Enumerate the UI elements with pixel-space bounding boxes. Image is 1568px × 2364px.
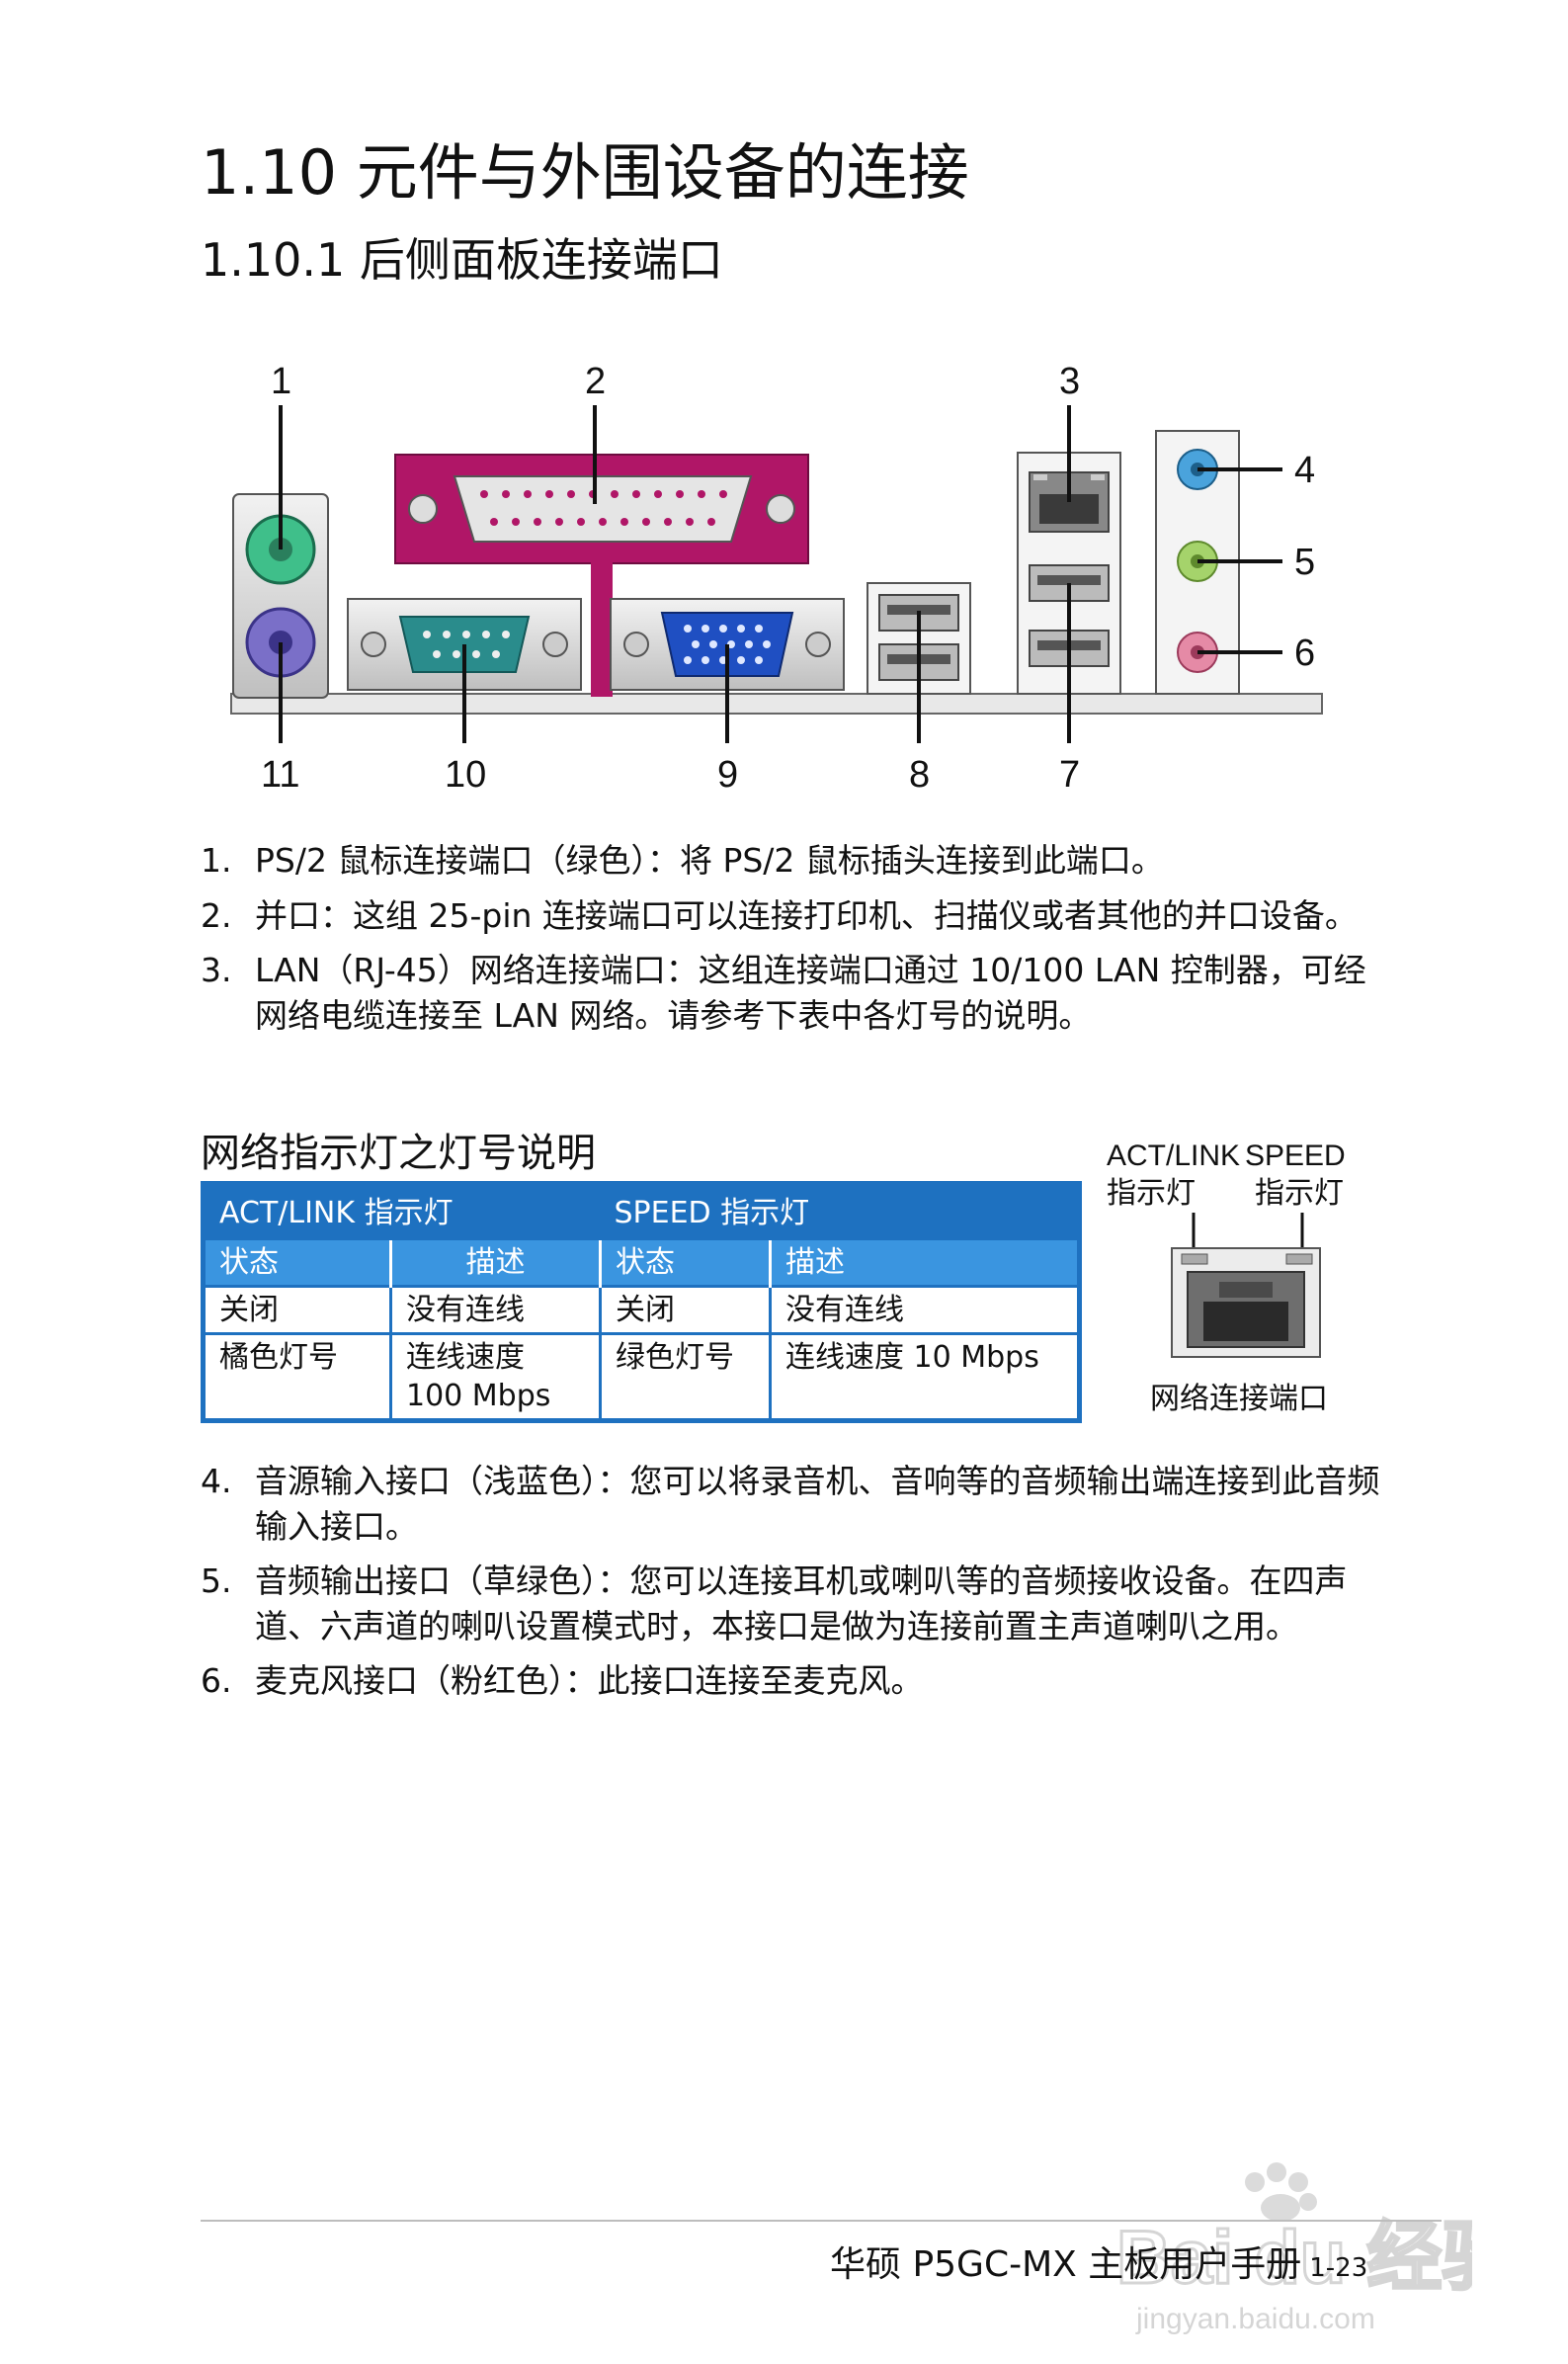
- svg-text:jingyan.baidu.com: jingyan.baidu.com: [1135, 2303, 1375, 2335]
- list-item: 2.并口：这组 25-pin 连接端口可以连接打印机、扫描仪或者其他的并口设备。: [201, 895, 1358, 935]
- svg-text:Bai du 经验: Bai du 经验: [1116, 2216, 1472, 2300]
- list-item: 1.PS/2 鼠标连接端口（绿色）：将 PS/2 鼠标插头连接到此端口。: [201, 841, 1164, 880]
- io-shield-plate: [230, 693, 1323, 715]
- page-title: 1.10 元件与外围设备的连接: [201, 136, 969, 209]
- callout-4: 4: [1294, 450, 1315, 491]
- list-item: 4.音源输入接口（浅蓝色）：您可以将录音机、音响等的音频输出端连接到此音频输入接…: [201, 1462, 1380, 1546]
- col-state: 状态: [600, 1240, 772, 1287]
- callout-3: 3: [1059, 361, 1080, 402]
- port-list-top: 1.PS/2 鼠标连接端口（绿色）：将 PS/2 鼠标插头连接到此端口。 2.并…: [201, 838, 1386, 1048]
- page-number: 1-23: [1309, 2253, 1368, 2283]
- list-item: 5.音频输出接口（草绿色）：您可以连接耳机或喇叭等的音频接收设备。在四声道、六声…: [201, 1562, 1348, 1646]
- section-title: 1.10.1 后侧面板连接端口: [201, 233, 723, 287]
- callout-11: 11: [261, 754, 299, 796]
- list-item: 3.LAN（RJ-45）网络连接端口：这组连接端口通过 10/100 LAN 控…: [201, 951, 1366, 1035]
- speed-header: SPEED 指示灯: [600, 1183, 1080, 1240]
- callout-8: 8: [909, 754, 930, 796]
- footer-divider: [201, 2220, 1442, 2222]
- led-section-title: 网络指示灯之灯号说明: [201, 1131, 596, 1176]
- callout-1: 1: [271, 361, 291, 402]
- act-indicator-label: 指示灯: [1107, 1177, 1196, 1210]
- rear-panel-diagram: 1 2 3 4 5 6 7 8 9 10 11: [230, 361, 1323, 796]
- baidu-watermark: Bai du 经验 jingyan.baidu.com: [1115, 2162, 1472, 2335]
- table-row: 橘色灯号 连线速度 100 Mbps 绿色灯号 连线速度 10 Mbps: [203, 1332, 1080, 1421]
- rj45-led-diagram: ACT/LINK SPEED 指示灯 指示灯 网络连接端口: [1107, 1140, 1346, 1415]
- callout-9: 9: [717, 754, 738, 796]
- act-link-header: ACT/LINK 指示灯: [203, 1183, 601, 1240]
- col-desc: 描述: [770, 1240, 1080, 1287]
- rj45-caption: 网络连接端口: [1150, 1383, 1328, 1415]
- act-link-label: ACT/LINK: [1107, 1140, 1240, 1172]
- callout-6: 6: [1294, 633, 1315, 674]
- col-state: 状态: [203, 1240, 392, 1287]
- parallel-port: [394, 454, 809, 697]
- paw-icon: [1245, 2162, 1317, 2222]
- callout-7: 7: [1059, 754, 1080, 796]
- led-status-table: ACT/LINK 指示灯 SPEED 指示灯 状态 描述 状态 描述 关闭 没有…: [201, 1181, 1082, 1423]
- table-row: 关闭 没有连线 关闭 没有连线: [203, 1285, 1080, 1334]
- callout-5: 5: [1294, 542, 1315, 583]
- footer-title: 华硕 P5GC-MX 主板用户手册: [830, 2244, 1302, 2285]
- list-item: 6.麦克风接口（粉红色）：此接口连接至麦克风。: [201, 1661, 924, 1701]
- speed-label: SPEED: [1245, 1140, 1346, 1172]
- col-desc: 描述: [390, 1240, 602, 1287]
- callout-10: 10: [445, 754, 486, 796]
- speed-indicator-label: 指示灯: [1255, 1177, 1344, 1210]
- callout-2: 2: [585, 361, 606, 402]
- port-list-bottom: 4.音源输入接口（浅蓝色）：您可以将录音机、音响等的音频输出端连接到此音频输入接…: [201, 1459, 1386, 1714]
